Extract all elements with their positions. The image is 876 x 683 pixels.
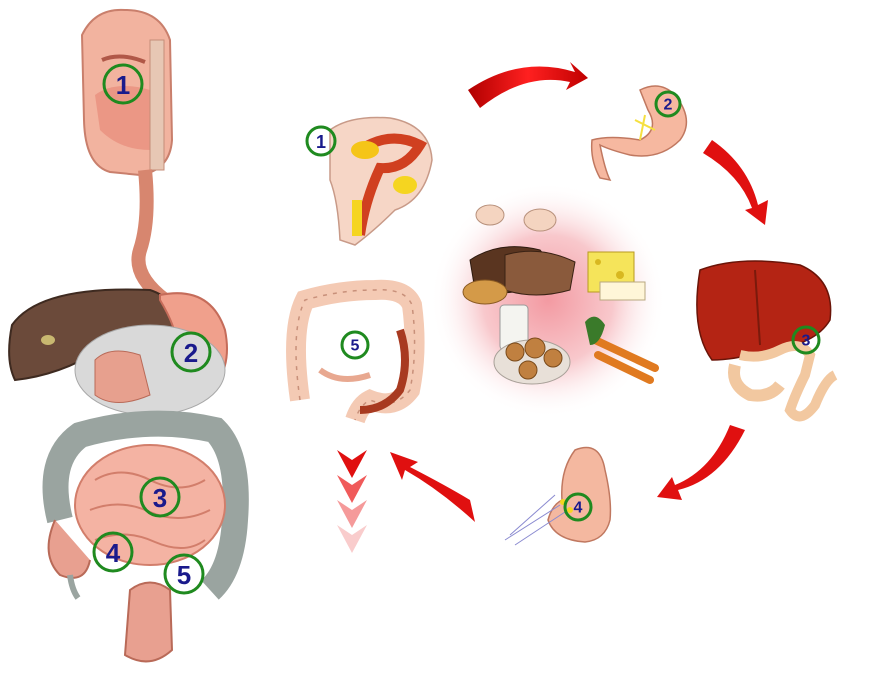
head-section-icon bbox=[80, 8, 174, 177]
stage-1-mouth: 1 bbox=[305, 116, 433, 246]
arrow-2-to-3 bbox=[703, 140, 768, 225]
large-intestine-left bbox=[42, 410, 249, 600]
anatomy-figure bbox=[8, 8, 249, 663]
esophagus bbox=[131, 169, 170, 306]
colon-icon bbox=[286, 279, 425, 424]
svg-text:2: 2 bbox=[664, 97, 673, 114]
cycle-arrows bbox=[390, 62, 768, 522]
svg-text:5: 5 bbox=[177, 560, 191, 590]
stage-5-colon: 5 bbox=[286, 279, 425, 424]
svg-text:3: 3 bbox=[802, 333, 811, 350]
liver-icon bbox=[696, 260, 832, 361]
stomach-icon bbox=[590, 85, 688, 182]
anatomy-label-5: 5 bbox=[163, 553, 205, 595]
svg-text:3: 3 bbox=[153, 483, 167, 513]
svg-text:1: 1 bbox=[316, 132, 326, 152]
anatomy-label-3: 3 bbox=[139, 476, 181, 518]
svg-text:5: 5 bbox=[351, 338, 360, 355]
svg-text:1: 1 bbox=[116, 70, 130, 100]
svg-text:2: 2 bbox=[184, 338, 198, 368]
arrow-4-to-5 bbox=[390, 452, 475, 522]
cecum bbox=[47, 519, 91, 579]
stage-2-stomach: 2 bbox=[590, 85, 688, 182]
svg-text:4: 4 bbox=[574, 500, 583, 517]
chevron-down-icon bbox=[337, 450, 367, 553]
arrow-3-to-4 bbox=[657, 425, 745, 500]
food-plate-icon bbox=[462, 204, 659, 385]
stage-3-liver: 3 bbox=[696, 260, 838, 422]
anatomy-label-1: 1 bbox=[102, 63, 144, 105]
anatomy-label-4: 4 bbox=[92, 531, 134, 573]
anatomy-label-2: 2 bbox=[170, 331, 212, 373]
rectum bbox=[123, 581, 174, 663]
small-intestine bbox=[74, 444, 226, 566]
svg-text:4: 4 bbox=[106, 538, 121, 568]
stage-4-duodenum: 4 bbox=[504, 446, 612, 546]
arrow-1-to-2 bbox=[468, 62, 588, 108]
